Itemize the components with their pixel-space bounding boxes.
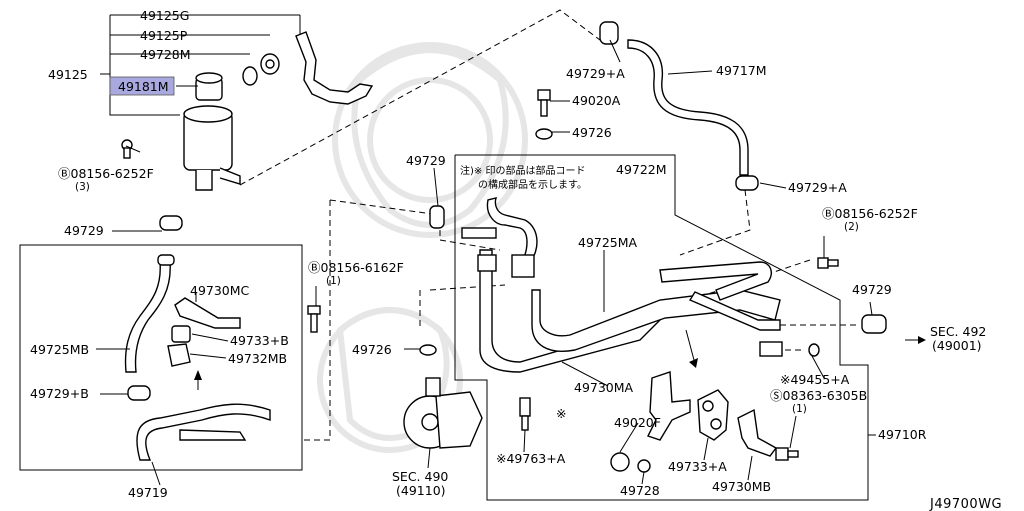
hose-clamp-icon[interactable]	[127, 254, 175, 401]
part-label[interactable]: 49728M	[140, 47, 191, 62]
arrow-icon	[194, 329, 926, 390]
section-ref-sub-label: (49001)	[932, 338, 982, 353]
tube-clamp-49730MB[interactable]	[737, 408, 778, 457]
reservoir-cap[interactable]	[195, 72, 223, 101]
part-label[interactable]: ※49763+A	[496, 451, 566, 466]
part-label[interactable]: 49125G	[140, 8, 189, 23]
bolt-label[interactable]: Ⓑ08156-6252F	[58, 166, 154, 181]
part-label[interactable]: 49729	[852, 282, 892, 297]
part-label[interactable]: 49729+A	[566, 66, 625, 81]
part-label[interactable]: 49725MA	[578, 235, 638, 250]
washer-icon[interactable]	[419, 344, 437, 356]
connector-49455A[interactable]	[759, 341, 820, 357]
bolt-icon[interactable]	[121, 139, 133, 159]
part-label[interactable]: 49020A	[572, 93, 621, 108]
part-label[interactable]: 49125	[48, 67, 88, 82]
note-line-2: の構成部品を示します。	[478, 178, 587, 191]
diagram-code: J49700WG	[929, 497, 1002, 511]
tube-clamp-49733B[interactable]	[171, 325, 191, 343]
part-label[interactable]: 49726	[352, 342, 392, 357]
highlight-box	[109, 76, 175, 96]
part-label-highlighted[interactable]: 49181M	[118, 79, 169, 94]
part-label[interactable]: 49730MC	[190, 283, 250, 298]
part-label[interactable]: 49729+A	[788, 180, 847, 195]
hose-clamp-icon[interactable]	[429, 205, 887, 334]
tube-clamp-49730MA[interactable]	[647, 371, 691, 441]
bolt-label[interactable]: Ⓑ08156-6162F	[308, 260, 404, 275]
part-label[interactable]: 49733+B	[230, 333, 289, 348]
bolt-qty-label: (3)	[75, 181, 90, 193]
power-steering-pump[interactable]	[403, 377, 483, 449]
hose-subassembly-box	[19, 244, 303, 471]
pressure-tube-assembly[interactable]	[461, 197, 781, 373]
screw-qty-label: (1)	[792, 403, 807, 415]
bolt-icon[interactable]	[307, 305, 321, 333]
watermark-emblem	[317, 42, 528, 453]
part-labels: 49125G 49125P 49728M 49125 49181M Ⓑ08156…	[30, 8, 1002, 511]
leader-lines	[96, 39, 876, 486]
tube-clamp-49733A[interactable]	[697, 389, 729, 441]
reservoir-tank[interactable]	[183, 105, 241, 191]
part-label[interactable]: 49710R	[878, 427, 927, 442]
tube-clamp-49732MB[interactable]	[167, 343, 191, 367]
screw-label[interactable]: Ⓢ08363-6305B	[770, 388, 867, 403]
part-label[interactable]: 49729	[64, 223, 104, 238]
grommet-icon[interactable]	[610, 452, 651, 473]
reservoir-bracket[interactable]	[295, 31, 374, 105]
bolt-icon[interactable]	[817, 257, 839, 269]
tube-49719-branch[interactable]	[179, 429, 247, 441]
star-mark: ※	[556, 406, 566, 421]
bolt-qty-label: (2)	[844, 221, 859, 233]
part-label[interactable]: 49732MB	[228, 351, 287, 366]
return-hose-49717M[interactable]	[627, 39, 749, 176]
bolt-icon[interactable]	[537, 89, 551, 117]
part-label[interactable]: 49726	[572, 125, 612, 140]
part-label[interactable]: 49730MA	[574, 380, 634, 395]
part-label[interactable]: 49020F	[614, 415, 661, 430]
part-label[interactable]: 49725MB	[30, 342, 89, 357]
hose-clamp-49730MC[interactable]	[174, 297, 241, 329]
part-label[interactable]: 49125P	[140, 28, 188, 43]
part-label[interactable]: ※49455+A	[780, 372, 850, 387]
section-ref-label[interactable]: SEC. 490	[392, 469, 448, 484]
pressure-switch-icon[interactable]	[519, 397, 531, 431]
hose-clamp-icon[interactable]	[159, 215, 183, 231]
part-label[interactable]: 49730MB	[712, 479, 771, 494]
part-label[interactable]: 49728	[620, 483, 660, 498]
tube-assembly-box	[454, 154, 869, 501]
part-label[interactable]: 49719	[128, 485, 168, 500]
note-line-1: 注)※ 印の部品は部品コード	[460, 164, 585, 177]
part-label[interactable]: 49729	[406, 153, 446, 168]
hose-49725MB[interactable]	[124, 261, 171, 373]
bolt-label[interactable]: Ⓑ08156-6252F	[822, 206, 918, 221]
grommet-49728M[interactable]	[242, 53, 280, 86]
bolt-qty-label: (1)	[326, 275, 341, 287]
section-ref-label[interactable]: SEC. 492	[930, 324, 986, 339]
part-label[interactable]: 49733+A	[668, 459, 727, 474]
part-label[interactable]: 49717M	[716, 63, 767, 78]
part-label[interactable]: 49729+B	[30, 386, 89, 401]
section-ref-sub-label: (49110)	[396, 483, 446, 498]
hose-clamp-icon[interactable]	[599, 21, 759, 191]
bolt-icon[interactable]	[775, 447, 799, 461]
tube-49719[interactable]	[136, 403, 271, 461]
part-label[interactable]: 49722M	[616, 162, 667, 177]
washer-icon[interactable]	[535, 128, 553, 140]
reference-lines	[239, 9, 860, 441]
